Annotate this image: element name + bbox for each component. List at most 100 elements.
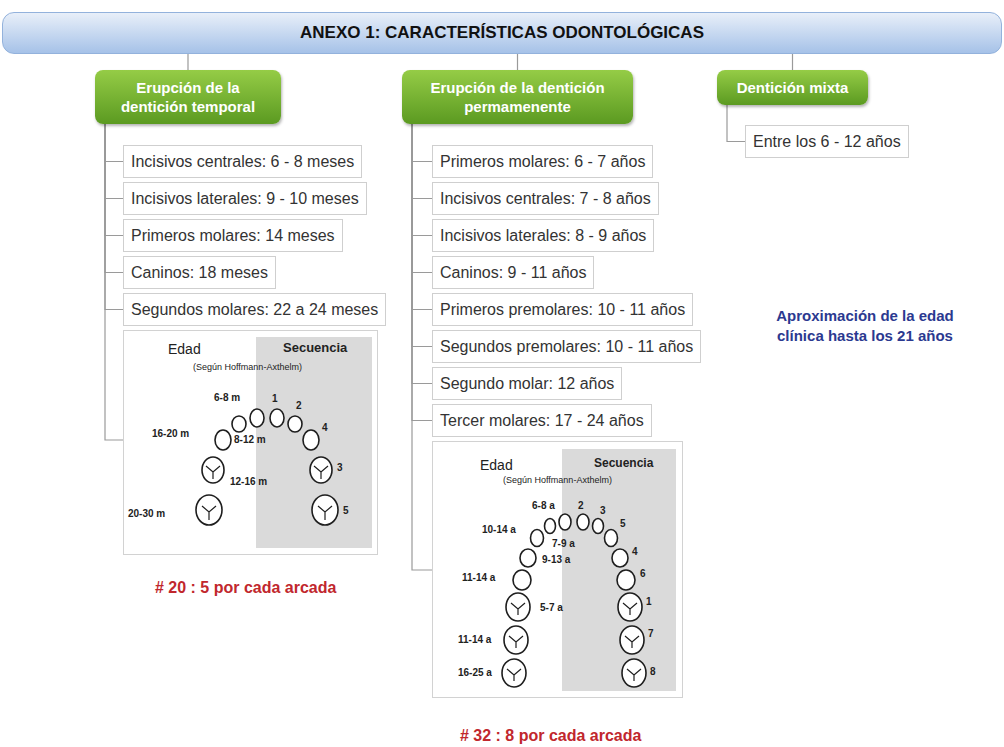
info-box: Primeros molares: 14 meses: [123, 219, 343, 252]
tooth-outline: [502, 659, 526, 687]
tooth-outline: [618, 593, 642, 621]
tree-connector: [412, 124, 432, 570]
tooth-outline: [270, 409, 284, 427]
note-text: # 20 : 5 por cada arcada: [155, 577, 336, 598]
tooth-outline: [202, 457, 224, 483]
figure-label: (Según Hoffmann-Axthelm): [193, 362, 302, 372]
tooth-outline: [531, 530, 544, 547]
figure-panel: EdadSecuencia(Según Hoffmann-Axthelm)6-8…: [432, 441, 683, 698]
tooth-outline: [612, 549, 628, 567]
tooth-outline: [520, 549, 536, 567]
tree-connector: [105, 124, 123, 273]
figure-label: 6-8 m: [214, 392, 240, 404]
figure-label: 16-20 m: [152, 428, 189, 440]
tooth-outline: [617, 570, 635, 590]
figure-label: 6: [640, 568, 646, 580]
info-box: Segundos molares: 22 a 24 meses: [123, 293, 386, 326]
info-box: Caninos: 9 - 11 años: [432, 256, 594, 289]
item-text: Caninos: 9 - 11 años: [440, 263, 586, 282]
item-text: Segundos premolares: 10 - 11 años: [440, 337, 693, 356]
tree-connector: [727, 105, 745, 142]
info-box: Entre los 6 - 12 años: [745, 125, 909, 158]
figure-label: 1: [646, 596, 652, 608]
item-text: Primeros molares: 6 - 7 años: [440, 152, 645, 171]
molar-fissure: [625, 636, 639, 648]
tree-connector: [412, 124, 432, 199]
item-text: Tercer molares: 17 - 24 años: [440, 411, 644, 430]
tooth-outline: [196, 495, 222, 525]
molar-fissure: [314, 466, 328, 479]
info-box: Primeros premolares: 10 - 11 años: [432, 293, 693, 326]
info-box: Tercer molares: 17 - 24 años: [432, 404, 652, 437]
figure-label: 6-8 a: [532, 500, 555, 512]
note-text: Aproximación de la edad clínica hasta lo…: [760, 306, 970, 346]
info-box: Incisivos laterales: 9 - 10 meses: [123, 182, 367, 215]
figure-label: 5: [343, 505, 349, 517]
figure-label: 8: [650, 666, 656, 678]
title-bar: ANEXO 1: CARACTERÍSTICAS ODONTOLÓGICAS: [2, 12, 1002, 54]
info-box: Segundos premolares: 10 - 11 años: [432, 330, 701, 363]
tree-connector: [105, 124, 123, 310]
item-text: Segundos molares: 22 a 24 meses: [131, 300, 378, 319]
figure-label: Secuencia: [594, 457, 653, 471]
item-text: Caninos: 18 meses: [131, 263, 268, 282]
figure-label: 4: [632, 546, 638, 558]
figure-label: 5: [620, 518, 626, 530]
figure-label: 4: [322, 422, 328, 434]
figure-label: 9-13 a: [542, 554, 570, 566]
figure-label: 11-14 a: [458, 634, 491, 646]
tree-connector: [105, 124, 123, 236]
molar-fissure: [627, 669, 641, 681]
tree-connector: [412, 124, 432, 421]
molar-fissure: [206, 466, 220, 479]
figure-label: 3: [337, 462, 343, 474]
header-text: Erupción de la dentición permamenente: [412, 78, 623, 116]
tooth-outline: [513, 570, 531, 590]
figure-label: Edad: [480, 457, 513, 473]
tooth-outline: [288, 416, 302, 432]
figure-label: Secuencia: [283, 341, 347, 356]
tooth-outline: [232, 416, 246, 432]
tree-connector: [105, 124, 123, 162]
molar-fissure: [511, 603, 525, 615]
info-box: Incisivos centrales: 7 - 8 años: [432, 182, 659, 215]
tooth-outline: [504, 626, 528, 654]
item-text: Incisivos centrales: 6 - 8 meses: [131, 152, 354, 171]
figure-label: 20-30 m: [128, 508, 165, 520]
info-box: Segundo molar: 12 años: [432, 367, 622, 400]
category-header: Erupción de la dentición permamenente: [402, 70, 633, 124]
figure-label: 10-14 a: [482, 524, 516, 536]
tooth-outline: [312, 495, 338, 525]
molar-fissure: [202, 506, 216, 520]
molar-fissure: [623, 603, 637, 615]
figure-label: 5-7 a: [540, 602, 563, 614]
molar-fissure: [318, 506, 332, 520]
figure-label: 7: [648, 628, 654, 640]
tooth-outline: [622, 659, 646, 687]
tree-connector: [412, 124, 432, 273]
header-text: Dentición mixta: [727, 78, 858, 97]
tree-connector: [517, 54, 518, 70]
tree-connector: [792, 54, 793, 70]
item-text: Incisivos laterales: 8 - 9 años: [440, 226, 646, 245]
tooth-outline: [620, 626, 644, 654]
tooth-outline: [250, 409, 264, 427]
tooth-outline: [577, 514, 589, 530]
figure-label: 8-12 m: [234, 434, 266, 446]
item-text: Primeros premolares: 10 - 11 años: [440, 300, 685, 319]
tree-connector: [412, 124, 432, 236]
molar-fissure: [509, 636, 523, 648]
note-text: # 32 : 8 por cada arcada: [460, 725, 641, 746]
category-header: Erupción de la dentición temporal: [95, 70, 281, 124]
title-text: ANEXO 1: CARACTERÍSTICAS ODONTOLÓGICAS: [300, 23, 704, 43]
tooth-outline: [605, 530, 618, 547]
tooth-outline: [215, 430, 231, 450]
info-box: Primeros molares: 6 - 7 años: [432, 145, 653, 178]
tree-connector: [412, 124, 432, 310]
item-text: Entre los 6 - 12 años: [753, 132, 901, 151]
tree-connector: [412, 124, 432, 347]
molar-fissure: [507, 669, 521, 681]
figure-label: 11-14 a: [462, 572, 495, 584]
tree-connector: [105, 124, 123, 199]
